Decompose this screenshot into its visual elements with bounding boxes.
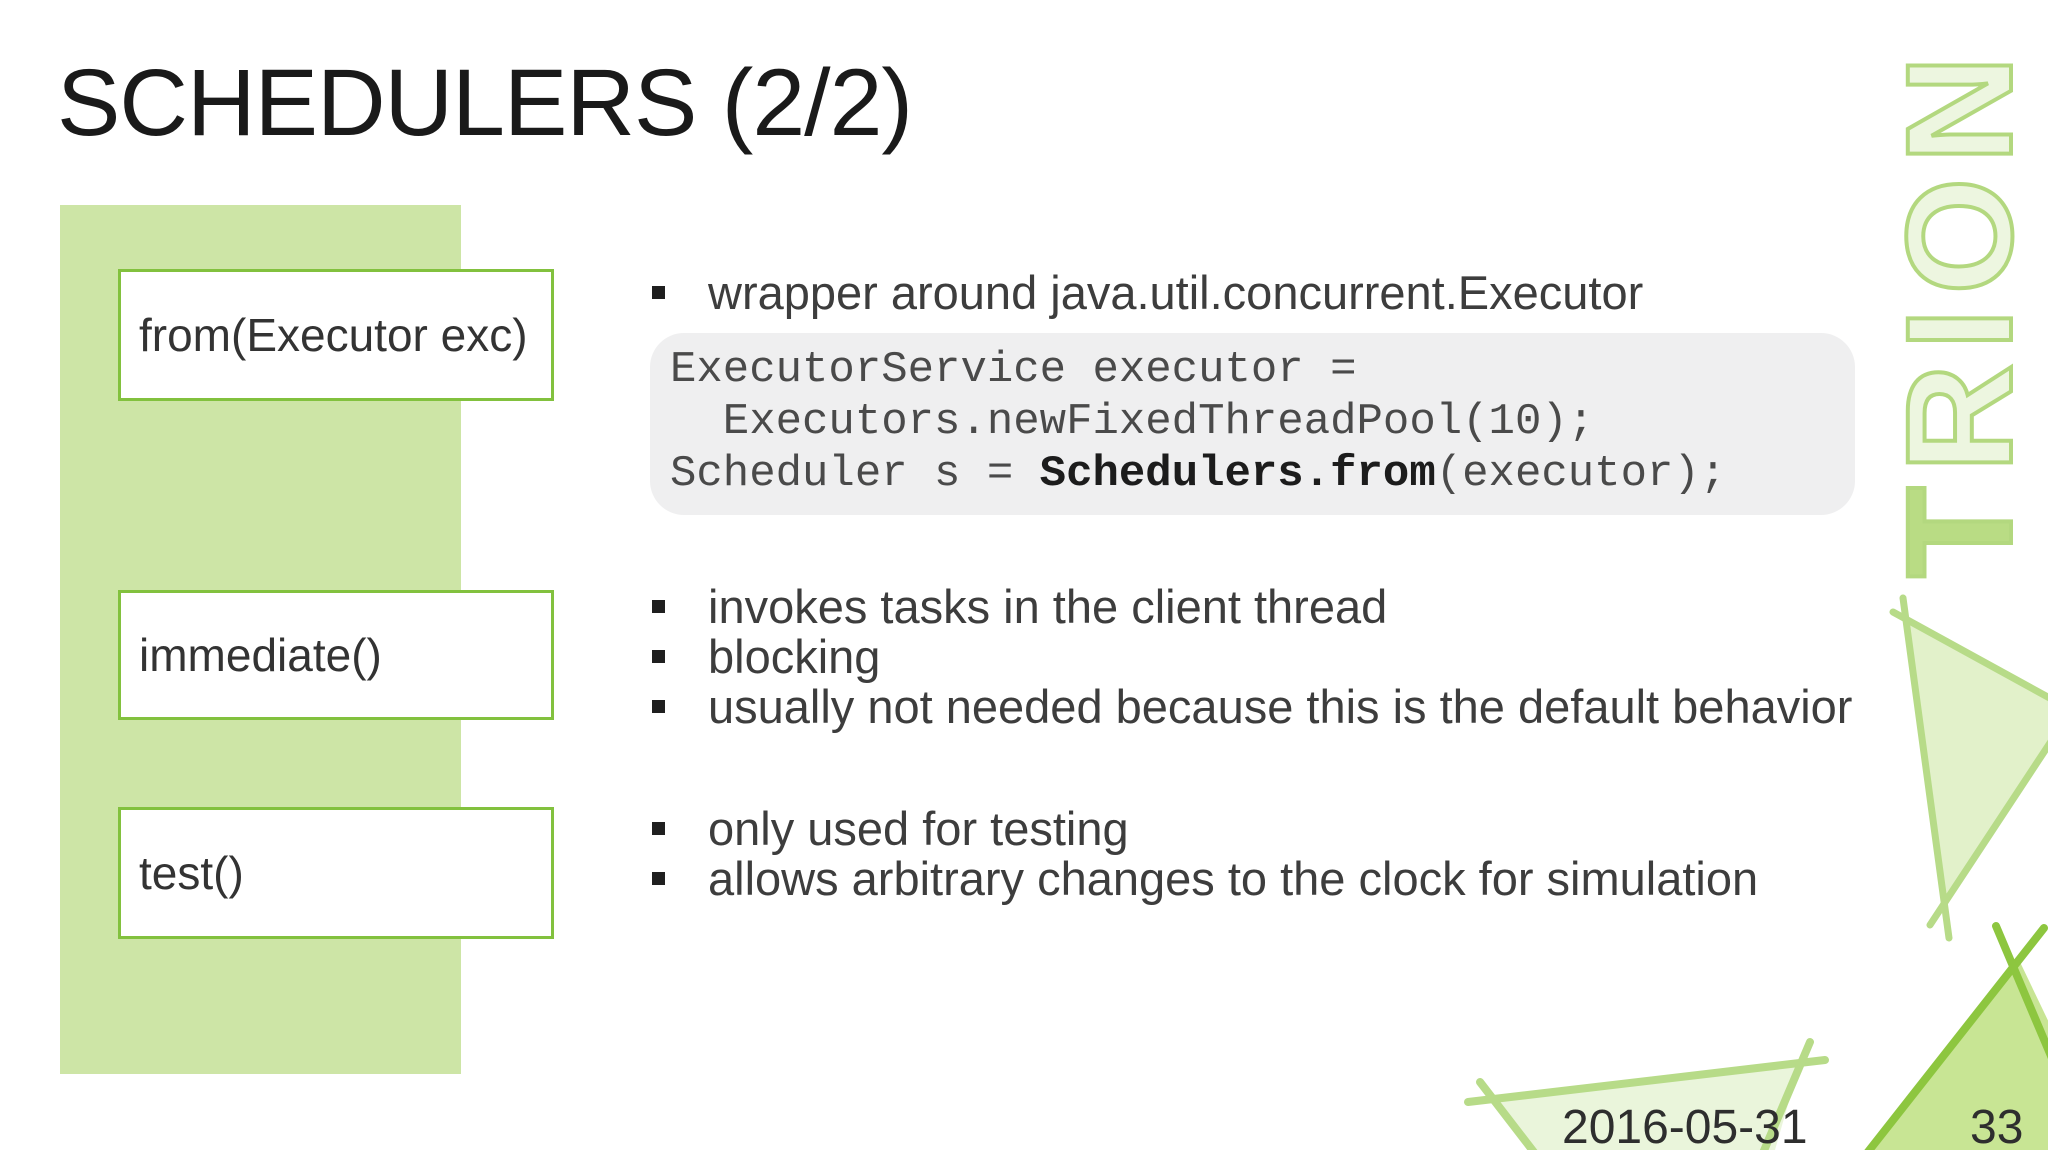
trion-logo-letter-t: T	[1873, 470, 2045, 580]
scheduler-box-test-label: test()	[139, 847, 244, 899]
bullet-group-immediate: invokes tasks in the client thread block…	[652, 582, 1852, 732]
bullet-item: blocking	[652, 632, 1852, 682]
slide-title: SCHEDULERS (2/2)	[57, 50, 913, 156]
bullet-square-icon	[652, 600, 665, 613]
bullet-item: usually not needed because this is the d…	[652, 682, 1852, 732]
bullet-square-icon	[652, 650, 665, 663]
page-number: 33	[1970, 1101, 2024, 1150]
scheduler-box-from-label: from(Executor exc)	[139, 309, 528, 361]
bullet-text: blocking	[708, 630, 881, 683]
code-line-1: ExecutorService executor =	[670, 345, 1357, 395]
bullet-text: allows arbitrary changes to the clock fo…	[708, 852, 1759, 905]
bullet-square-icon	[652, 822, 665, 835]
triangle-upper-right	[1907, 620, 2048, 910]
bullet-item: allows arbitrary changes to the clock fo…	[652, 854, 1758, 904]
bullet-text: usually not needed because this is the d…	[708, 680, 1853, 733]
code-block: ExecutorService executor = Executors.new…	[650, 333, 1855, 515]
scheduler-box-test: test()	[118, 807, 554, 939]
bullet-square-icon	[652, 872, 665, 885]
bullet-square-icon	[652, 700, 665, 713]
code-line-3-prefix: Scheduler s =	[670, 449, 1040, 499]
trion-logo: TRION	[1870, 18, 2048, 580]
scheduler-box-immediate: immediate()	[118, 590, 554, 720]
scheduler-box-from: from(Executor exc)	[118, 269, 554, 401]
bullet-square-icon	[652, 286, 665, 299]
bullet-text: only used for testing	[708, 802, 1129, 855]
code-line-3-suffix: (executor);	[1435, 449, 1727, 499]
bullet-group-from: wrapper around java.util.concurrent.Exec…	[652, 268, 1643, 318]
code-line-2: Executors.newFixedThreadPool(10);	[670, 397, 1595, 447]
code-line-3-bold: Schedulers.from	[1039, 449, 1436, 499]
code-line-3: Scheduler s = Schedulers.from(executor);	[670, 448, 1855, 500]
bullet-item: only used for testing	[652, 804, 1758, 854]
bullet-item: invokes tasks in the client thread	[652, 582, 1852, 632]
scheduler-box-immediate-label: immediate()	[139, 629, 382, 681]
bullet-text: wrapper around java.util.concurrent.Exec…	[708, 266, 1644, 319]
bullet-group-test: only used for testing allows arbitrary c…	[652, 804, 1758, 904]
slide-date: 2016-05-31	[1562, 1101, 1808, 1150]
bullet-item: wrapper around java.util.concurrent.Exec…	[652, 268, 1643, 318]
trion-logo-letters-rion: RION	[1873, 39, 2045, 474]
bullet-text: invokes tasks in the client thread	[708, 580, 1388, 633]
